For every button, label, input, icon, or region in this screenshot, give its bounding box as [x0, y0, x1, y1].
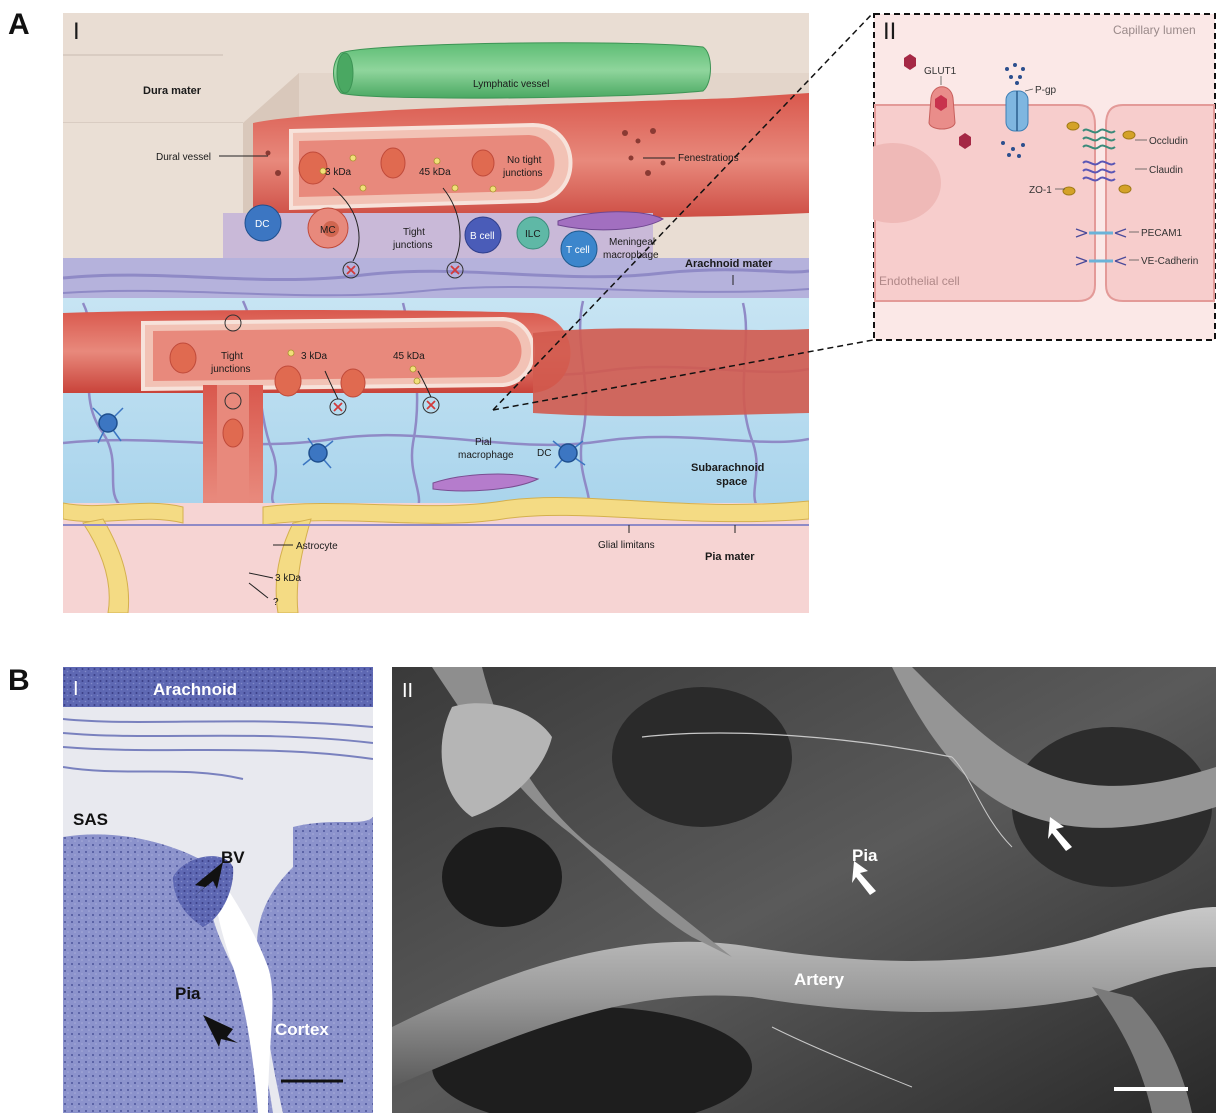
label-sas: SAS	[73, 810, 108, 829]
label-pgp: P-gp	[1035, 85, 1057, 96]
subpanel-a2-roman: II	[883, 18, 896, 45]
subpanel-b2-roman: II	[402, 680, 413, 702]
label-pia-sem: Pia	[852, 846, 878, 865]
sem-micrograph: II Pia Artery	[392, 667, 1216, 1113]
label-bv: BV	[221, 848, 245, 867]
label-artery: Artery	[794, 970, 845, 989]
label-cortex: Cortex	[275, 1020, 329, 1039]
label-pia-histology: Pia	[175, 984, 201, 1003]
label-occludin: Occludin	[1149, 136, 1188, 147]
label-endothelial-cell: Endothelial cell	[879, 274, 960, 288]
label-zo1: ZO-1	[1029, 185, 1052, 196]
label-capillary-lumen: Capillary lumen	[1113, 23, 1196, 37]
histology-micrograph: I Arachnoid SAS BV Pia Cortex	[63, 667, 373, 1113]
label-arachnoid: Arachnoid	[153, 680, 237, 699]
label-glut1: GLUT1	[924, 66, 957, 77]
label-claudin: Claudin	[1149, 165, 1183, 176]
label-pecam1: PECAM1	[1141, 228, 1183, 239]
label-ve-cadherin: VE-Cadherin	[1141, 256, 1198, 267]
subpanel-b1-roman: I	[73, 678, 79, 700]
bbb-inset: II Capillary lumen GLUT1 P-gp Occludin C…	[873, 13, 1216, 341]
